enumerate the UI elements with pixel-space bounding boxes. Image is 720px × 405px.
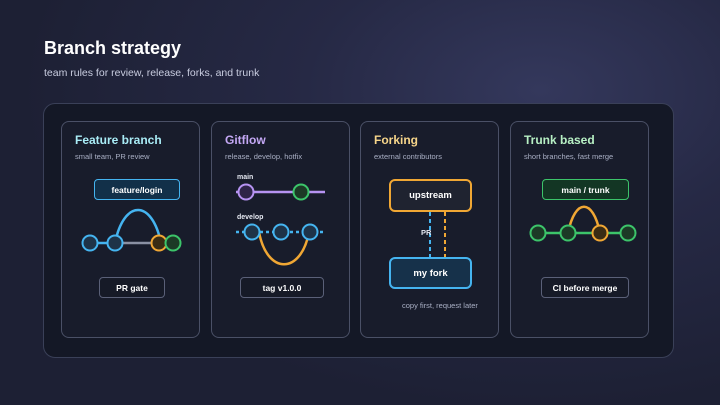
card-title: Gitflow [225, 133, 266, 147]
card-subtitle: release, develop, hotfix [225, 152, 303, 161]
upstream-box: upstream [389, 179, 472, 212]
commit-node [619, 224, 637, 242]
forking-graph [429, 212, 446, 258]
my-fork-box: my fork [389, 257, 472, 289]
commit-node [559, 224, 577, 242]
card-forking[interactable]: Forking external contributors upstream P… [360, 121, 499, 338]
page-title: Branch strategy [44, 38, 182, 58]
pr-label: PR [421, 228, 432, 237]
card-title: Forking [374, 133, 418, 147]
card-subtitle: external contributors [374, 152, 442, 161]
trunk-graph [529, 205, 637, 242]
commit-node [292, 183, 310, 201]
main-trunk-label: main / trunk [542, 179, 629, 200]
commit-node [106, 234, 124, 252]
merge-node [150, 234, 168, 252]
commit-node [301, 223, 319, 241]
develop-branch-label: develop [237, 214, 264, 221]
feature-branch-arc [113, 209, 163, 244]
feature-login-label: feature/login [94, 179, 180, 200]
forking-note: copy first, request later [402, 301, 478, 310]
card-feature-branch[interactable]: Feature branch small team, PR review fea… [61, 121, 200, 338]
short-branch-arc [566, 205, 602, 234]
commit-node [272, 223, 290, 241]
commit-node [529, 224, 547, 242]
pr-gate-badge: PR gate [99, 277, 165, 298]
card-trunk-based[interactable]: Trunk based short branches, fast merge m… [510, 121, 649, 338]
gitflow-graph [236, 183, 325, 266]
release-branch-arc [257, 231, 311, 266]
feature-branch-graph [81, 209, 182, 252]
card-subtitle: small team, PR review [75, 152, 150, 161]
card-subtitle: short branches, fast merge [524, 152, 614, 161]
commit-node [243, 223, 261, 241]
commit-node [237, 183, 255, 201]
commit-node [81, 234, 99, 252]
commit-node [164, 234, 182, 252]
merge-node [591, 224, 609, 242]
card-title: Trunk based [524, 133, 595, 147]
page-subtitle: team rules for review, release, forks, a… [44, 67, 260, 79]
card-title: Feature branch [75, 133, 162, 147]
tag-badge: tag v1.0.0 [240, 277, 324, 298]
main-branch-label: main [237, 174, 254, 181]
card-gitflow[interactable]: Gitflow release, develop, hotfix main de… [211, 121, 350, 338]
ci-gate-badge: CI before merge [541, 277, 629, 298]
